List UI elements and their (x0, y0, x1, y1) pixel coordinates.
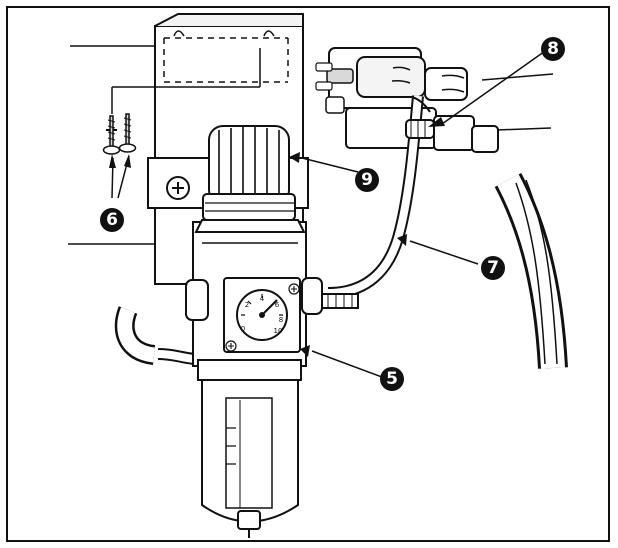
fittings (405, 96, 435, 139)
gauge-scale-label-6: 6 (275, 301, 280, 309)
solenoid-valve-assembly (315, 47, 554, 153)
callout-5-label: 5 (386, 369, 398, 389)
callout-6: 6 (100, 208, 124, 232)
gauge-scale-label-0: 0 (241, 325, 245, 333)
mounting-guide-lines (68, 45, 261, 245)
figure-frame: 0 2 4 6 8 10 (6, 6, 610, 542)
callout-8-label: 8 (547, 39, 559, 59)
air-regulator-diagram: 0 2 4 6 8 10 (68, 13, 568, 538)
screw-right (118, 113, 137, 153)
callout-9: 9 (355, 168, 379, 192)
callout-9-label: 9 (361, 170, 373, 190)
screws (102, 113, 137, 199)
callout-6-label: 6 (106, 210, 118, 230)
filter-regulator (185, 219, 359, 538)
regulator-bracket-and-knob (147, 125, 309, 221)
callout-leader-lines (289, 48, 549, 378)
gauge-scale-label-2: 2 (245, 301, 249, 309)
screw-left (102, 115, 121, 155)
callout-8: 8 (541, 37, 565, 61)
gauge-scale-label-10: 10 (274, 327, 283, 335)
callout-5: 5 (380, 367, 404, 391)
callout-7-label: 7 (487, 258, 499, 278)
gauge-scale-label-8: 8 (279, 316, 283, 324)
gauge-scale-label-4: 4 (260, 295, 265, 303)
pressure-gauge: 0 2 4 6 8 10 (223, 277, 301, 353)
callout-7: 7 (481, 256, 505, 280)
